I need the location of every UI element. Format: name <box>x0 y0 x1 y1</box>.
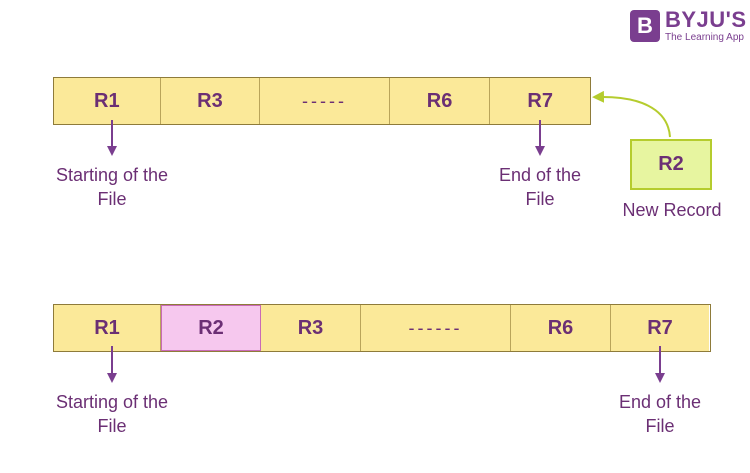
byjus-logo: B BYJU'S The Learning App <box>630 9 747 43</box>
top-record-r6: R6 <box>389 78 491 124</box>
top-end-label-line1: End of the <box>498 165 582 185</box>
top-record-r1: R1 <box>54 78 161 124</box>
bottom-record-r2-inserted: R2 <box>161 305 261 351</box>
bottom-end-label: End of the File <box>598 390 722 438</box>
bottom-record-r3: R3 <box>261 305 361 351</box>
bottom-end-label-line1: End of the <box>618 392 702 412</box>
bottom-start-label-line2: File <box>97 416 127 436</box>
logo-text: BYJU'S The Learning App <box>665 9 747 43</box>
top-start-label: Starting of the File <box>32 163 192 211</box>
top-record-ellipsis: ----- <box>260 78 390 124</box>
bottom-record-strip: R1 R2 R3 ------ R6 R7 <box>53 304 711 352</box>
top-end-label-line2: File <box>525 189 555 209</box>
bottom-record-r6: R6 <box>511 305 611 351</box>
bottom-record-ellipsis: ------ <box>361 305 511 351</box>
top-end-label: End of the File <box>478 163 602 211</box>
top-start-label-line1: Starting of the <box>55 165 169 185</box>
top-record-r7: R7 <box>490 78 590 124</box>
insert-arrow <box>592 90 671 138</box>
new-record-caption: New Record <box>622 200 722 220</box>
logo-subtitle: The Learning App <box>665 32 744 43</box>
top-record-r3: R3 <box>160 78 261 124</box>
logo-badge: B <box>630 10 660 42</box>
top-record-strip: R1 R3 ----- R6 R7 <box>53 77 591 125</box>
bottom-end-label-line2: File <box>645 416 675 436</box>
logo-title: BYJU'S <box>665 7 747 32</box>
bottom-record-r1: R1 <box>54 305 161 351</box>
bottom-start-label: Starting of the File <box>32 390 192 438</box>
bottom-record-r7: R7 <box>611 305 709 351</box>
new-record-box: R2 <box>630 139 712 190</box>
top-start-label-line2: File <box>97 189 127 209</box>
bottom-start-label-line1: Starting of the <box>55 392 169 412</box>
